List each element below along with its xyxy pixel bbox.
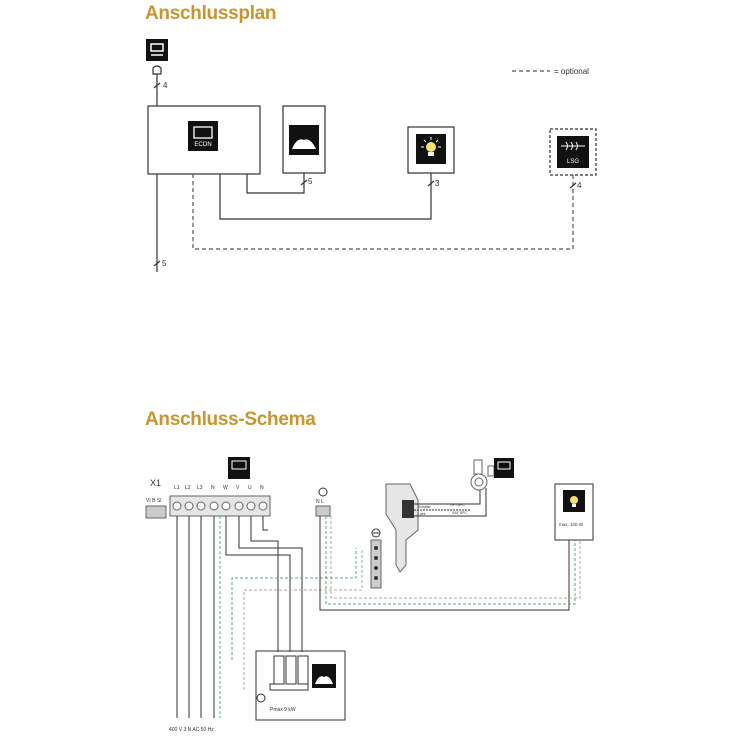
light-terminal-strip	[315, 505, 331, 517]
terminal-W: W	[223, 485, 228, 491]
heater-power-label: Pmax 9 kW	[270, 707, 296, 713]
wire-label-5: 5	[162, 259, 167, 268]
ground-bar	[370, 528, 382, 589]
lsg-fan-icon: LSG	[557, 136, 589, 168]
temperature-sensor-symbol	[470, 459, 495, 491]
econ-controller-icon: ECON	[188, 121, 218, 151]
terminal-N1: N	[211, 485, 215, 491]
terminal-U: U	[248, 485, 252, 491]
terminals-light-label: N L	[316, 499, 324, 505]
wire-label-3: 3	[435, 179, 440, 188]
schema-diagram: X1 VI B SI L1 L2 L3 N W V U N	[145, 457, 594, 733]
schema-lamp-box	[554, 483, 594, 541]
terminals-left-label: VI B SI	[146, 498, 162, 504]
econ-label: ECON	[194, 142, 211, 148]
sensor-display-icon	[494, 458, 514, 478]
controller-box	[147, 105, 261, 175]
plan-diagram: 4 ECON 5 5	[146, 39, 597, 272]
title-anschluss-schema: Anschluss-Schema	[145, 409, 316, 430]
econ-controller-icon-small	[228, 457, 250, 479]
lsg-label: LSG	[567, 159, 579, 165]
wire-label-2: 5	[308, 177, 313, 186]
heating-element-group	[269, 655, 309, 691]
x2-connector	[402, 500, 414, 518]
heater-ground-symbol	[256, 693, 266, 703]
title-anschlussplan: Anschlussplan	[145, 3, 277, 24]
lamp-icon	[416, 134, 446, 164]
x2-label-schalter: Schalter	[418, 505, 432, 509]
wire-tick	[153, 82, 161, 89]
lamp-icon-small	[563, 490, 585, 512]
terminal-strip-left	[145, 505, 167, 519]
terminal-L2: L2	[185, 485, 191, 491]
terminal-labels: L1 L2 L3 N W V U N	[174, 485, 264, 491]
x2-label-opt: OPT.SPC	[450, 503, 465, 507]
wire-label-1: 4	[163, 81, 168, 90]
x2-label-licht: Licht	[418, 512, 425, 516]
schema-heater-box	[255, 650, 346, 721]
sensor-bulb-icon	[152, 65, 162, 75]
temperature-sensor-icon	[146, 39, 168, 61]
light-max-label: max. 100 W	[559, 522, 584, 527]
legend-label: = optional	[554, 67, 589, 76]
sauna-heater-icon	[289, 125, 319, 155]
supply-label: 400 V 3 N AC 50 Hz	[169, 727, 214, 733]
terminal-L1: L1	[174, 485, 180, 491]
terminal-V: V	[236, 485, 240, 491]
terminal-N2: N	[260, 485, 264, 491]
x2-housing	[385, 483, 419, 573]
x2-label-saf: SAF SPC	[452, 511, 467, 515]
wire-label-4: 4	[577, 181, 582, 190]
sauna-heater-icon-small	[312, 664, 336, 688]
x1-label: X1	[150, 478, 161, 488]
terminal-L3: L3	[197, 485, 203, 491]
